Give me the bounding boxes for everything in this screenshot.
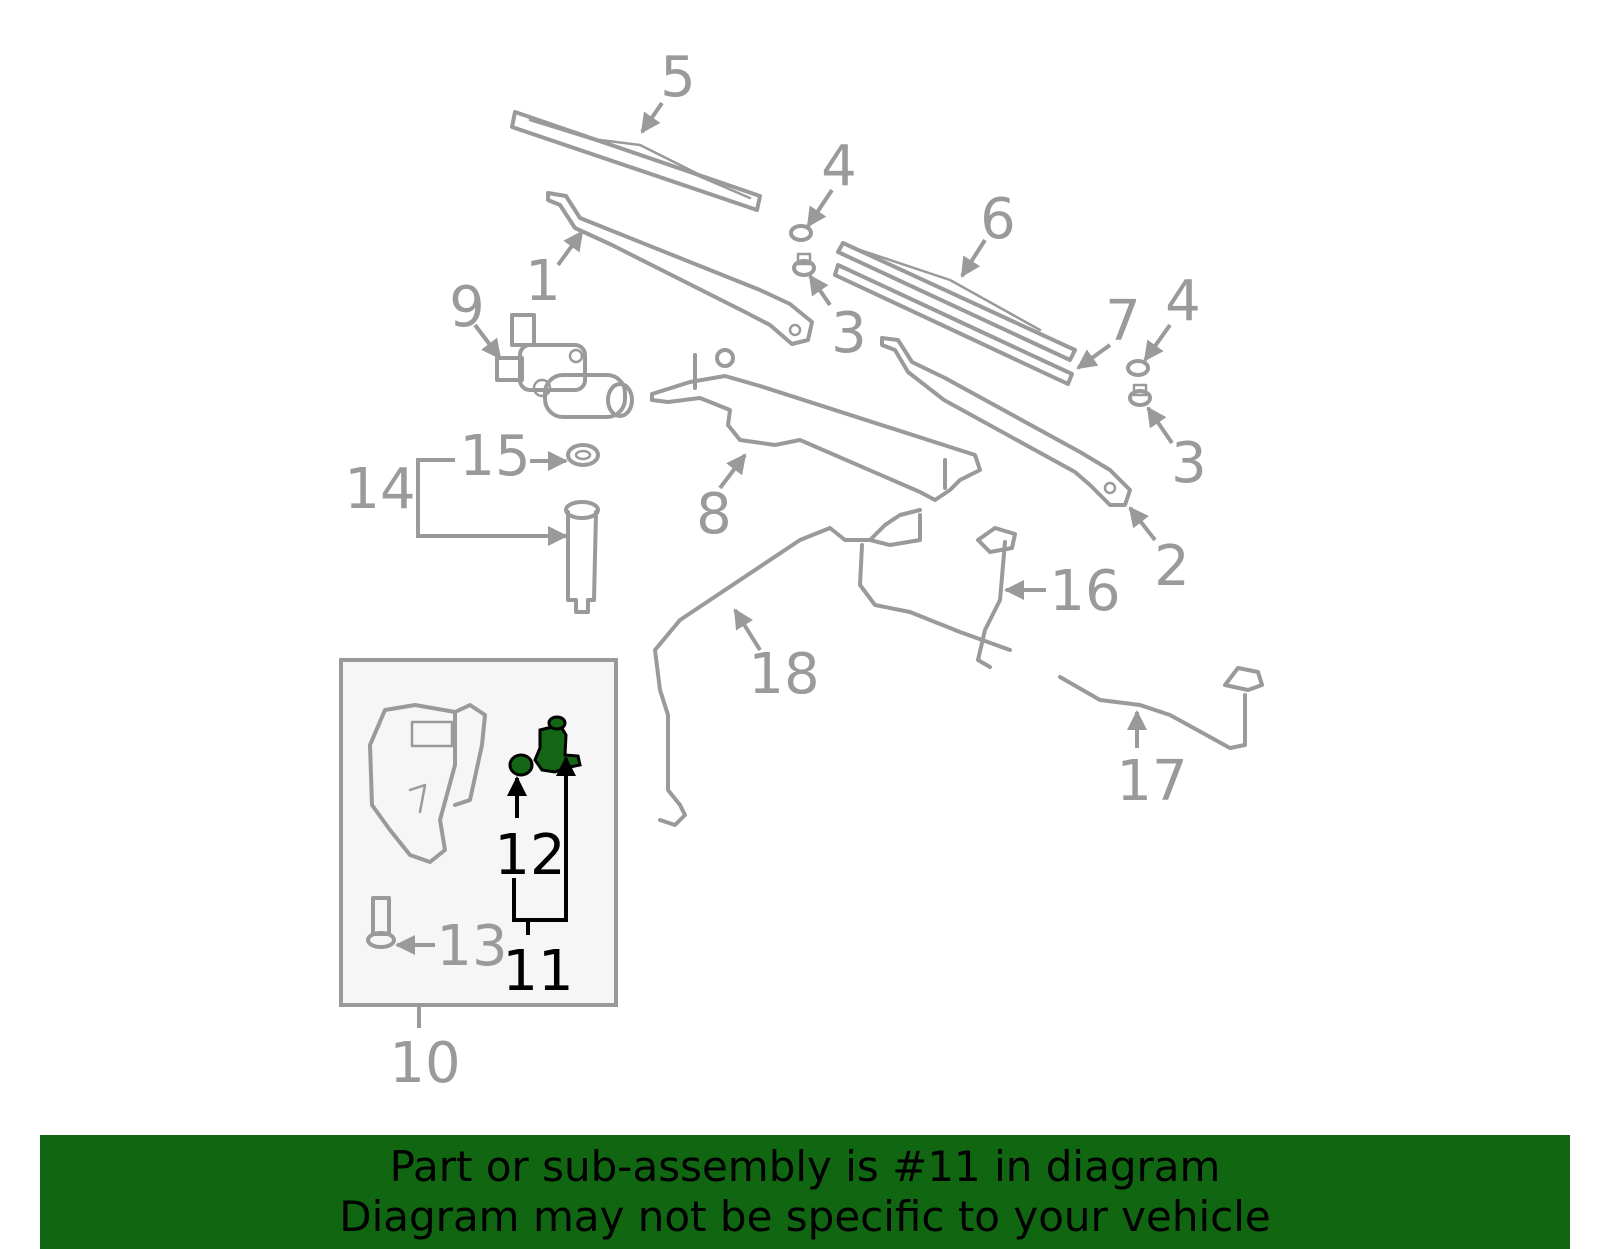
callout-18: 18 xyxy=(748,642,819,707)
callout-9: 9 xyxy=(449,275,485,340)
callout-13: 13 xyxy=(436,914,507,979)
callout-10: 10 xyxy=(389,1031,460,1096)
wiper-arm-right[interactable] xyxy=(880,336,1132,507)
wiper-linkage[interactable] xyxy=(650,348,982,502)
washer-hose-long[interactable] xyxy=(653,508,922,827)
banner-line-2: Diagram may not be specific to your vehi… xyxy=(339,1192,1271,1241)
callout-17: 17 xyxy=(1116,749,1187,814)
callout-3-lower: 3 xyxy=(1171,431,1207,496)
callout-5: 5 xyxy=(660,45,696,110)
callout-4-lower: 4 xyxy=(1165,269,1201,334)
wiper-blade-right[interactable] xyxy=(833,241,1077,386)
reservoir-bolt[interactable] xyxy=(366,896,396,949)
grommet[interactable] xyxy=(566,443,600,467)
wiper-blade-left[interactable] xyxy=(510,110,762,212)
callout-8: 8 xyxy=(696,482,732,547)
callout-11: 11 xyxy=(502,939,573,1004)
banner-line-1: Part or sub-assembly is #11 in diagram xyxy=(389,1142,1221,1191)
callout-3-upper: 3 xyxy=(831,301,867,366)
callout-14: 14 xyxy=(344,457,415,522)
callout-6: 6 xyxy=(980,187,1016,252)
callout-7: 7 xyxy=(1105,289,1141,354)
cap-nut-lower[interactable] xyxy=(1126,359,1150,377)
wiper-motor[interactable] xyxy=(495,313,634,419)
nut-lower[interactable] xyxy=(1128,383,1152,407)
cap-nut-upper[interactable] xyxy=(789,224,813,242)
washer-hose-nozzle[interactable] xyxy=(858,526,1017,669)
washer-reservoir-tank[interactable] xyxy=(368,703,487,864)
nut-upper[interactable] xyxy=(792,252,816,277)
washer-hose-right[interactable] xyxy=(1058,666,1264,750)
wiper-arm-left[interactable] xyxy=(546,191,814,346)
callout-4-upper: 4 xyxy=(821,134,857,199)
callout-1: 1 xyxy=(525,249,561,314)
info-banner: Part or sub-assembly is #11 in diagram D… xyxy=(40,1135,1570,1249)
callout-16: 16 xyxy=(1049,559,1120,624)
leader-lines xyxy=(395,101,1174,1028)
callout-2: 2 xyxy=(1154,534,1190,599)
callout-labels: 5 1 4 3 6 7 4 3 2 9 8 15 14 16 18 17 12 … xyxy=(344,45,1206,1096)
callout-15: 15 xyxy=(459,424,530,489)
callout-12: 12 xyxy=(494,823,565,888)
filler-neck[interactable] xyxy=(564,500,600,614)
